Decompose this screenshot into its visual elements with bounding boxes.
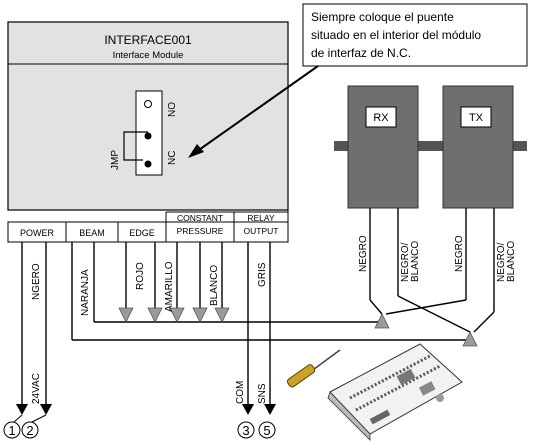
terminal-label-relay: RELAY <box>247 213 275 223</box>
terminal-strip: POWER BEAM EDGE CONSTANT PRESSURE RELAY … <box>7 210 289 243</box>
screwdriver-icon <box>286 349 341 388</box>
connector-blanco <box>192 307 208 323</box>
rx-sensor: RX <box>334 85 432 209</box>
terminal-label-beam: BEAM <box>79 228 105 238</box>
jumper-pin-no <box>144 100 152 108</box>
jumper-pin-common <box>144 132 152 140</box>
wire-label-rojo: ROJO <box>135 262 146 290</box>
connector-amarillo <box>147 307 163 323</box>
terminal-label-power: POWER <box>20 228 55 238</box>
connector-tx-join <box>462 331 478 347</box>
rx-wire-negroblanco-2: BLANCO <box>410 241 421 282</box>
terminal-numbers: 1 2 3 5 <box>3 414 276 439</box>
terminal-number-3: 3 <box>242 423 249 438</box>
jumper-label-nc: NC <box>167 151 178 165</box>
sensor-wires <box>369 208 495 333</box>
terminal-label-pressure: PRESSURE <box>177 226 224 236</box>
jumper-bridge <box>123 131 148 161</box>
terminal-number-5-circle <box>258 421 276 439</box>
tx-wire-negroblanco-1: NEGRO/ <box>496 242 507 282</box>
terminal-number-2: 2 <box>26 423 33 438</box>
terminal-number-3-circle <box>237 421 255 439</box>
module-title: INTERFACE001 <box>104 33 192 47</box>
callout-arrow-line <box>195 65 319 153</box>
wire-label-sns: SNS <box>257 383 268 404</box>
jumper-label-jmp: JMP <box>110 150 121 170</box>
connector-blanco-2 <box>214 307 230 323</box>
rx-wire-negroblanco-1: NEGRO/ <box>400 242 411 282</box>
callout-line-1: Siempre coloque el puente <box>311 10 454 24</box>
connector-rojo <box>118 307 134 323</box>
wire-connectors <box>118 307 478 347</box>
terminal-number-5: 5 <box>263 423 270 438</box>
jumper-block: NO NC JMP <box>110 90 178 176</box>
callout-line-3: de interfaz de N.C. <box>311 46 411 60</box>
terminal-number-1-circle <box>3 421 21 439</box>
power-arrows <box>16 404 276 415</box>
wire-label-com: COM <box>235 381 246 404</box>
connector-amarillo-2 <box>169 307 185 323</box>
wire-label-24vac: 24VAC <box>31 373 42 404</box>
connector-rx-join <box>374 313 390 329</box>
terminal-wires <box>21 242 470 412</box>
rx-label: RX <box>373 112 389 124</box>
terminal-label-constant: CONSTANT <box>177 213 223 223</box>
tx-label: TX <box>469 112 484 124</box>
terminal-number-2-circle <box>21 421 39 439</box>
wire-label-blanco: BLANCO <box>209 265 220 306</box>
module-subtitle: Interface Module <box>113 50 184 61</box>
jumper-pin-nc <box>144 160 152 168</box>
tx-sensor: TX <box>429 85 527 209</box>
callout-line-2: situado en el interior del módulo <box>311 28 481 42</box>
tx-wire-negroblanco-2: BLANCO <box>506 241 517 282</box>
arrowhead-5 <box>264 404 276 415</box>
wire-label-amarillo: AMARILLO <box>164 261 175 312</box>
callout-arrowhead <box>188 144 204 158</box>
terminal-label-edge: EDGE <box>129 228 155 238</box>
terminal-label-output: OUTPUT <box>244 226 279 236</box>
tx-wire-negro: NEGRO <box>454 235 465 272</box>
wire-labels: NGERO 24VAC NARANJA ROJO AMARILLO BLANCO… <box>31 261 268 404</box>
jumper-label-no: NO <box>167 102 178 117</box>
wire-label-naranja: NARANJA <box>80 269 91 316</box>
rx-wire-negro: NEGRO <box>358 235 369 272</box>
arrowhead-3 <box>242 404 254 415</box>
sensor-wire-labels: NEGRO NEGRO/ BLANCO NEGRO NEGRO/ BLANCO <box>358 235 517 282</box>
terminal-number-1: 1 <box>8 423 15 438</box>
wire-label-ngero: NGERO <box>31 263 42 300</box>
wire-label-gris: GRIS <box>257 262 268 287</box>
arrowhead-2 <box>40 404 52 415</box>
arrowhead-1 <box>16 404 28 415</box>
circuit-board-icon <box>327 343 463 441</box>
callout: Siempre coloque el puente situado en el … <box>188 3 528 158</box>
